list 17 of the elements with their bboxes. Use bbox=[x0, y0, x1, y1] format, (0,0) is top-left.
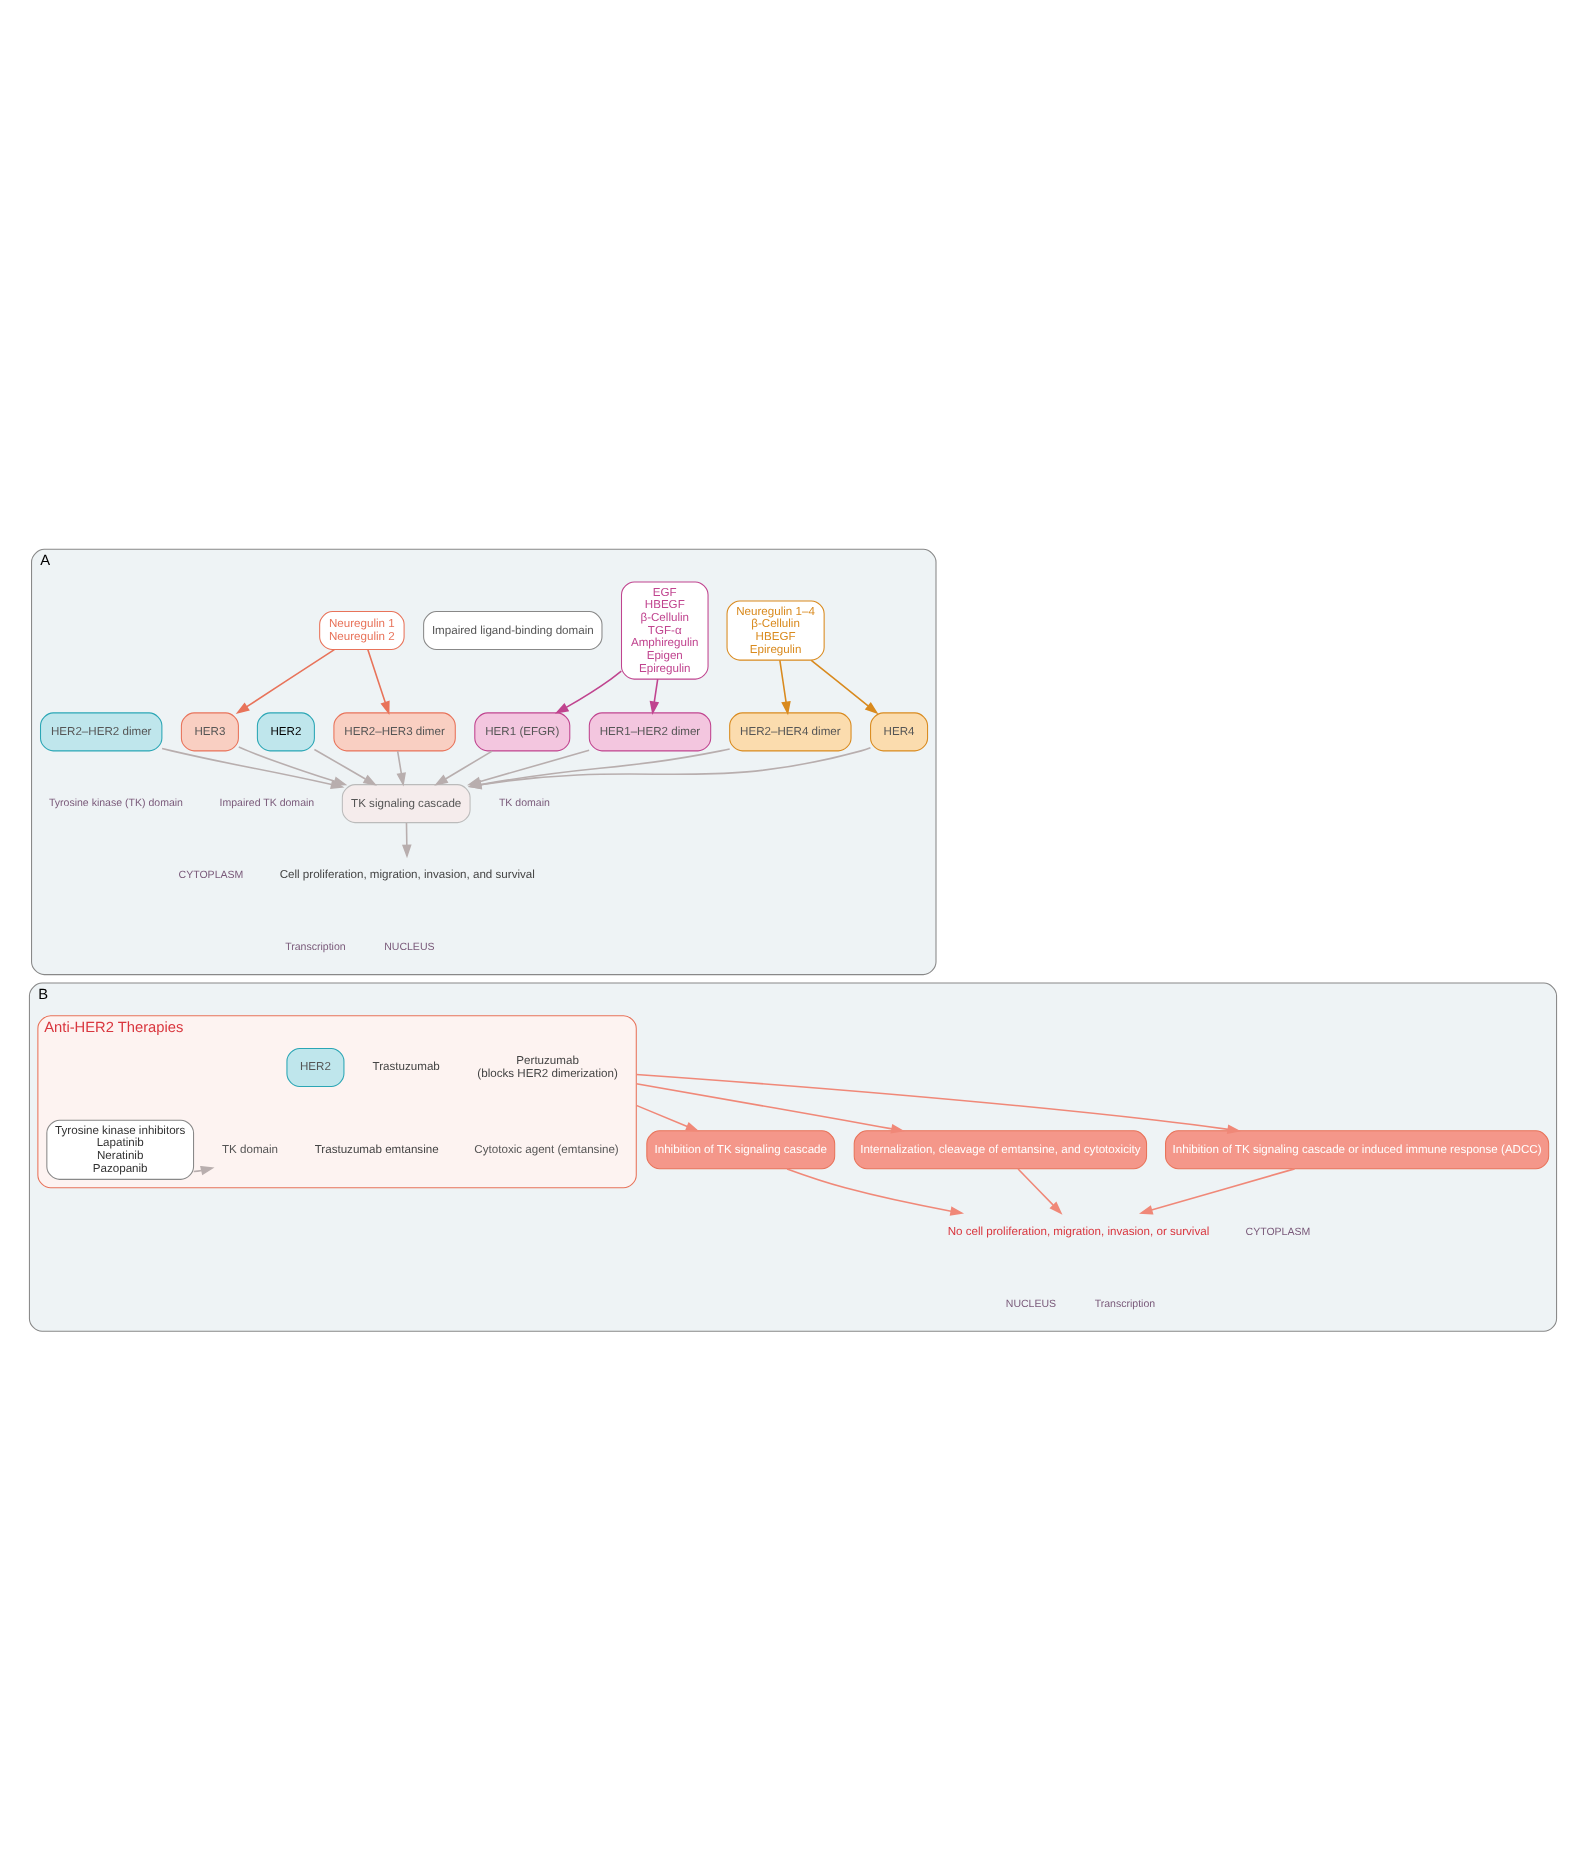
arrow bbox=[1139, 1167, 1296, 1214]
arrow bbox=[402, 821, 412, 858]
arrow bbox=[238, 745, 348, 785]
arrow bbox=[810, 658, 879, 714]
arrow bbox=[313, 747, 377, 785]
arrow bbox=[635, 1103, 700, 1131]
arrow bbox=[779, 658, 791, 715]
arrow bbox=[396, 749, 406, 786]
arrow bbox=[367, 648, 390, 715]
arrow bbox=[554, 669, 623, 713]
arrow bbox=[235, 647, 336, 713]
arrow bbox=[635, 1072, 1242, 1133]
arrow bbox=[1017, 1167, 1063, 1214]
arrow bbox=[649, 677, 660, 715]
arrow bbox=[192, 1165, 215, 1175]
arrow bbox=[786, 1167, 965, 1215]
arrow bbox=[635, 1082, 905, 1133]
